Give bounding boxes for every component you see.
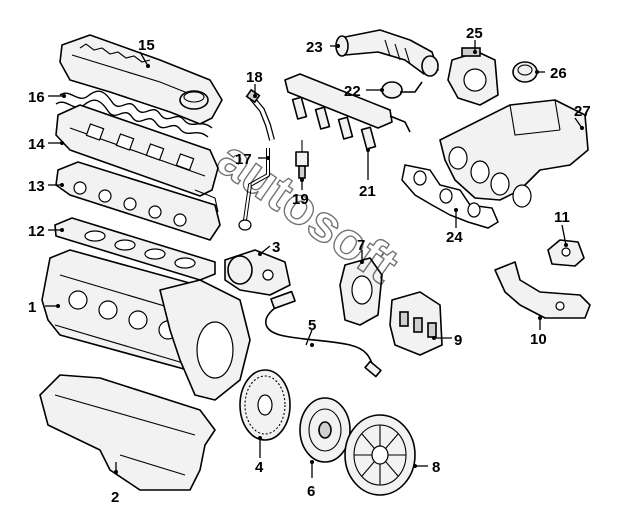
leader-lines — [45, 40, 584, 478]
fuel-rail — [284, 73, 411, 150]
callout-23: 23 — [306, 39, 323, 56]
callout-16: 16 — [28, 89, 45, 106]
temperature-sensor — [295, 140, 309, 179]
callout-2: 2 — [111, 489, 119, 506]
valve-cover — [59, 34, 223, 125]
callout-13: 13 — [28, 178, 45, 195]
oil-pan — [39, 374, 216, 491]
callout-27: 27 — [574, 103, 591, 120]
manifold-gasket — [401, 164, 499, 229]
fuel-pressure-regulator — [381, 81, 423, 99]
flywheel — [239, 369, 291, 441]
head-gasket — [54, 217, 216, 281]
callout-11: 11 — [554, 209, 570, 226]
callout-18: 18 — [246, 69, 263, 86]
callout-10: 10 — [530, 331, 547, 348]
bellhousing-plate — [159, 279, 251, 401]
throttle-housing — [447, 47, 499, 106]
starter-motor — [224, 249, 291, 296]
callout-25: 25 — [466, 25, 483, 42]
pressure-plate — [344, 414, 416, 496]
callout-9: 9 — [454, 332, 462, 349]
callout-1: 1 — [28, 299, 36, 316]
callout-21: 21 — [359, 183, 376, 200]
engine-mount-bracket — [494, 261, 591, 319]
callout-labels: 1 2 3 4 5 6 7 8 9 10 11 12 13 14 15 16 1… — [28, 25, 591, 506]
callout-17: 17 — [235, 151, 252, 168]
throttle-body — [339, 257, 383, 326]
crank-sensor — [265, 290, 382, 378]
callout-14: 14 — [28, 136, 45, 153]
vacuum-hose — [245, 88, 275, 141]
callout-4: 4 — [255, 459, 264, 476]
idle-control-valve — [512, 61, 538, 83]
oil-dipstick-tube — [238, 148, 270, 231]
ignition-coil-pack — [389, 291, 443, 356]
callout-26: 26 — [550, 65, 567, 82]
callout-8: 8 — [432, 459, 440, 476]
callout-22: 22 — [344, 83, 361, 100]
callout-15: 15 — [138, 37, 155, 54]
callout-6: 6 — [307, 483, 315, 500]
callout-12: 12 — [28, 223, 45, 240]
intake-manifold — [439, 99, 589, 208]
cylinder-head — [55, 161, 221, 241]
callout-7: 7 — [357, 237, 365, 254]
clutch-disc — [299, 397, 351, 463]
callout-5: 5 — [308, 317, 316, 334]
callout-3: 3 — [272, 239, 280, 256]
engine-mount — [547, 239, 585, 267]
cylinder-head-upper — [55, 104, 219, 197]
callout-24: 24 — [446, 229, 463, 246]
air-intake-hose — [335, 29, 439, 77]
callout-19: 19 — [292, 191, 309, 208]
valve-cover-gasket — [55, 90, 213, 138]
